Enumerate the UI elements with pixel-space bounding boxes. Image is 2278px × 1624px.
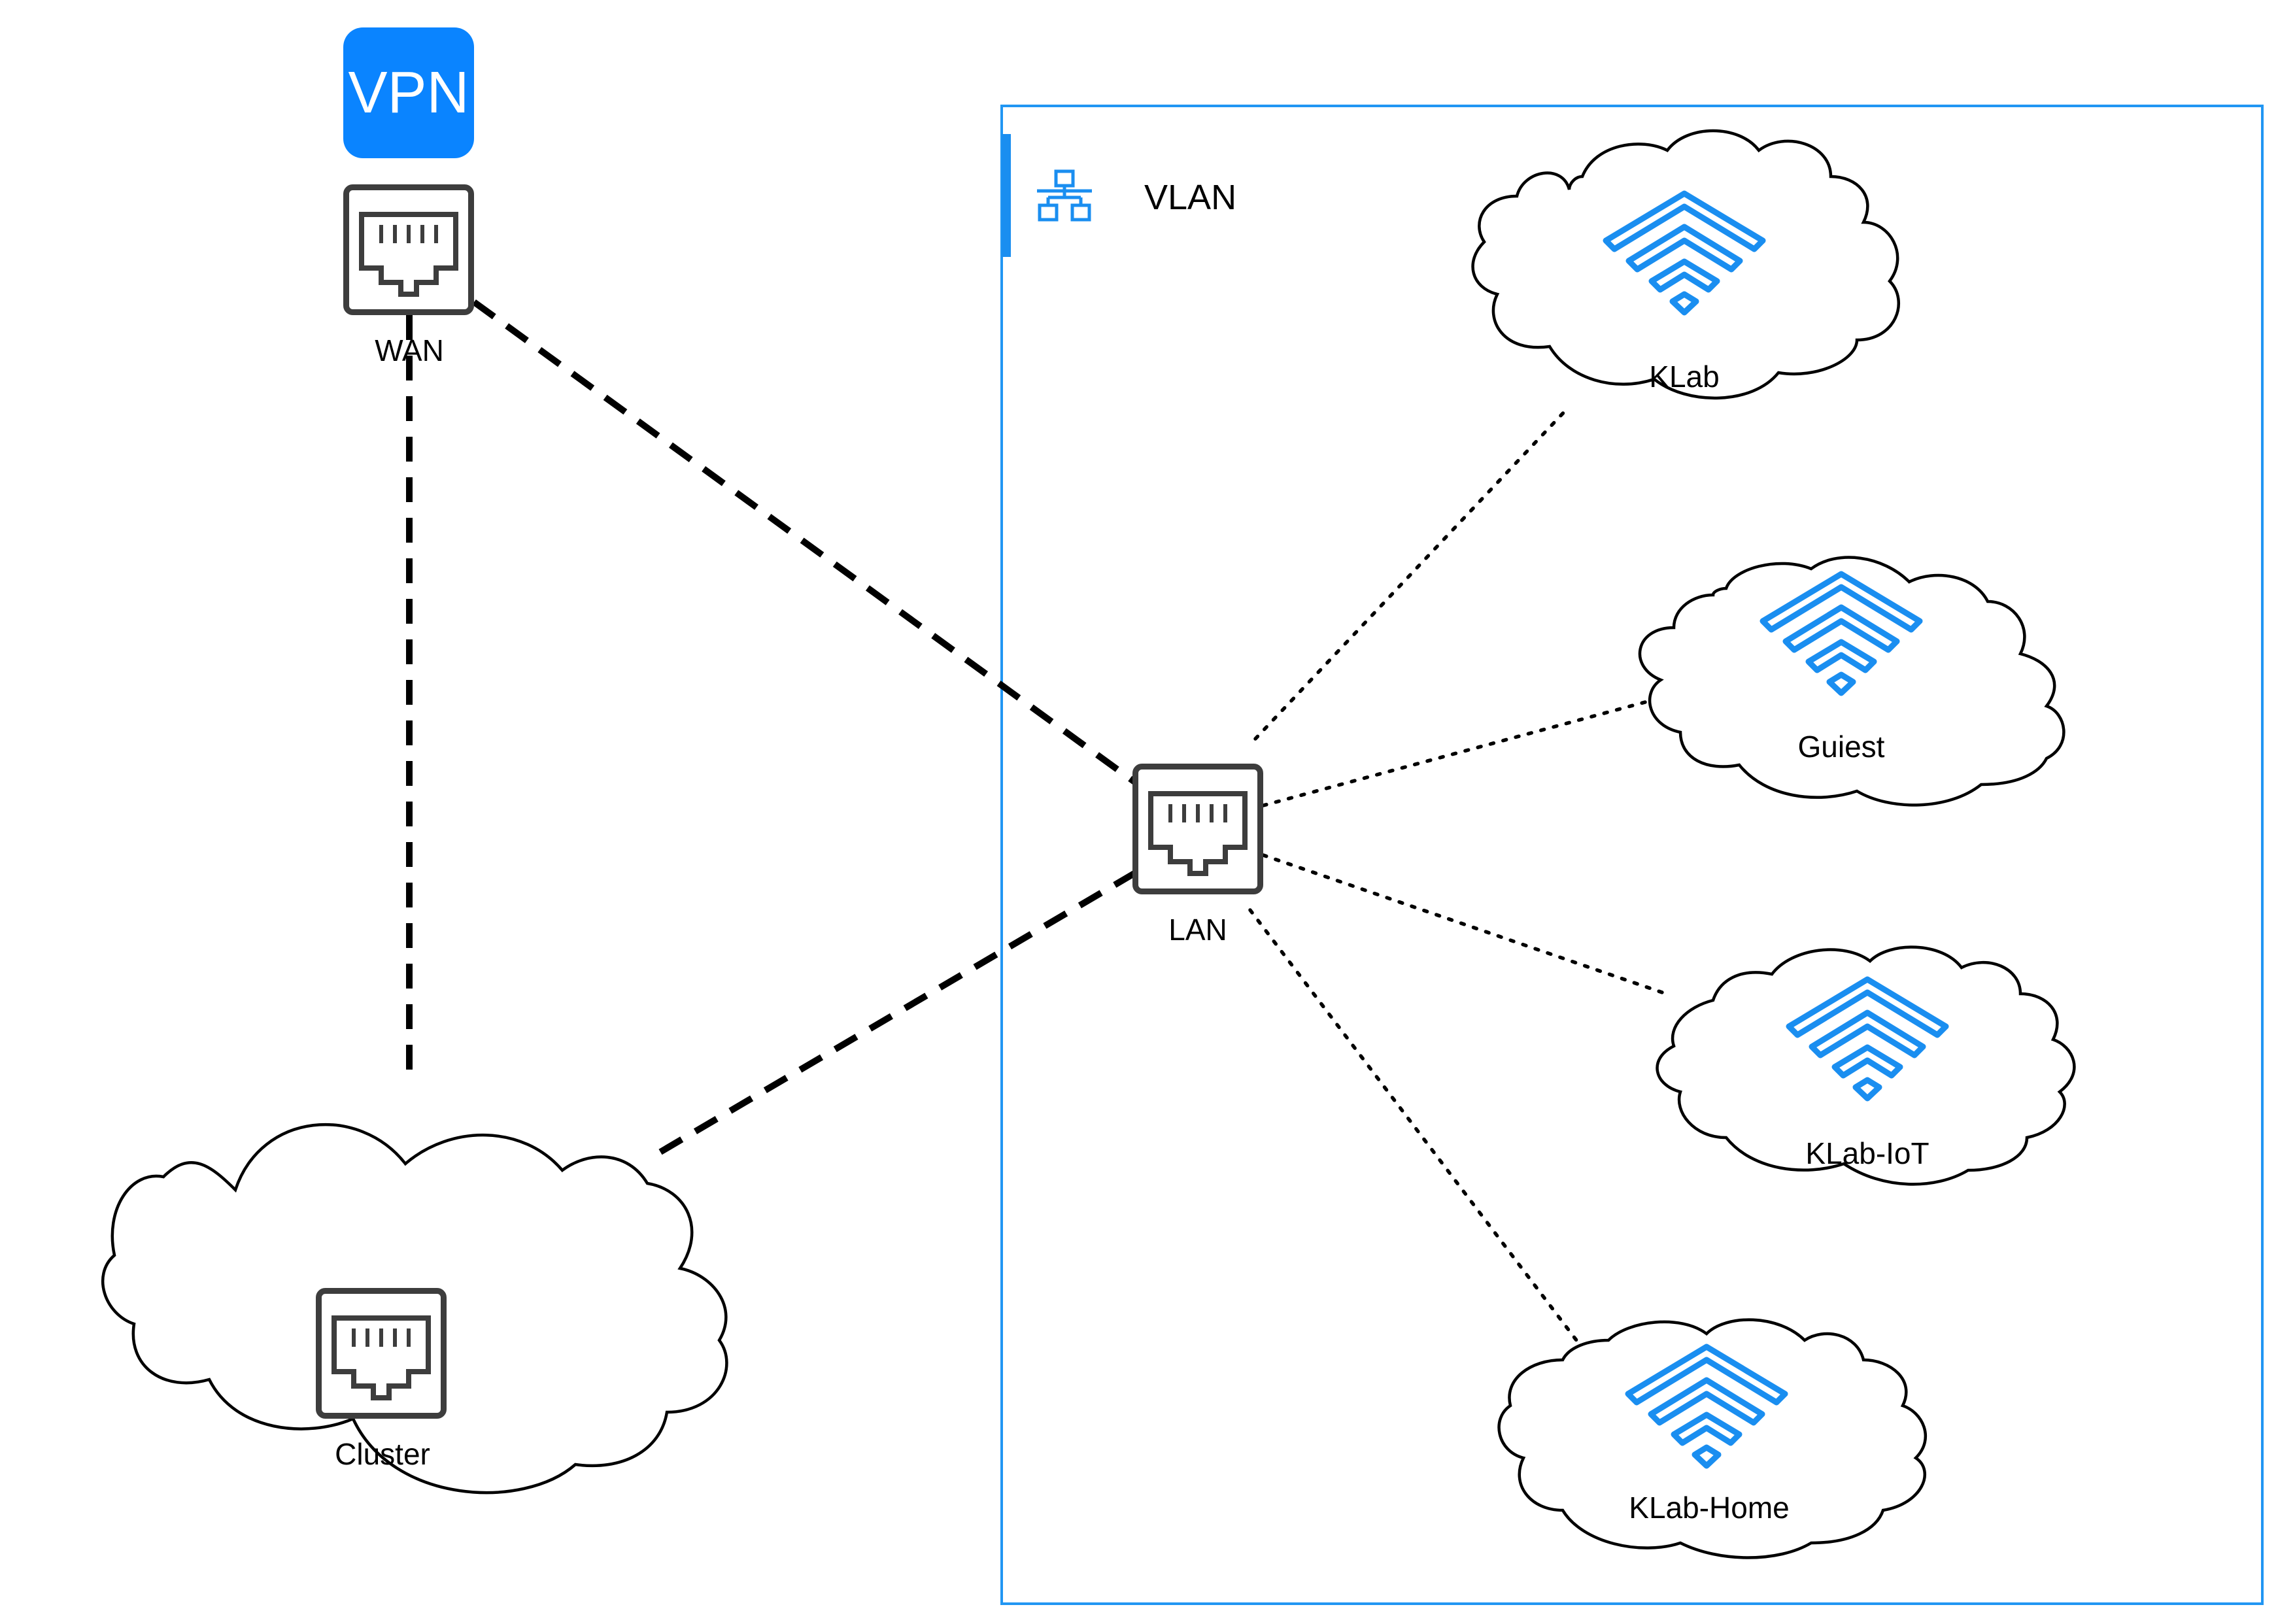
cluster-label: Cluster bbox=[335, 1437, 430, 1471]
network-label: KLab-IoT bbox=[1805, 1136, 1929, 1170]
vlan-group-accent-bar bbox=[1002, 134, 1011, 257]
wan-node[interactable]: WAN bbox=[347, 188, 471, 368]
ethernet-port-icon bbox=[319, 1291, 444, 1416]
wan-lan-link bbox=[472, 299, 1138, 787]
wan-label: WAN bbox=[375, 333, 444, 367]
cluster-cloud[interactable]: Cluster bbox=[101, 1123, 728, 1495]
network-label: Guiest bbox=[1798, 730, 1885, 764]
vpn-badge[interactable]: VPN bbox=[343, 27, 474, 158]
vlan-group-border bbox=[1000, 105, 2264, 1605]
network-cloud-klab-home[interactable]: KLab-Home bbox=[1497, 1318, 1928, 1559]
vlan-group-label: VLAN bbox=[1144, 178, 1236, 217]
cloud-shape bbox=[1656, 945, 2076, 1186]
lan-klab-home-link bbox=[1248, 908, 1591, 1359]
lan-label: LAN bbox=[1168, 913, 1227, 947]
ethernet-port-icon bbox=[347, 188, 471, 313]
lan-klab-iot-link bbox=[1261, 853, 1668, 996]
network-hierarchy-icon bbox=[1037, 169, 1092, 222]
network-label: KLab-Home bbox=[1629, 1491, 1789, 1525]
network-cloud-klab-iot[interactable]: KLab-IoT bbox=[1656, 945, 2076, 1186]
cluster-lan-link bbox=[658, 869, 1138, 1155]
network-cloud-guiest[interactable]: Guiest bbox=[1638, 556, 2066, 807]
cloud-shape bbox=[1497, 1318, 1928, 1559]
lan-node[interactable]: LAN bbox=[1136, 767, 1261, 947]
lan-guiest-link bbox=[1261, 683, 1710, 807]
ethernet-port-icon bbox=[1136, 767, 1261, 892]
vpn-label: VPN bbox=[348, 60, 469, 126]
network-label: KLab bbox=[1649, 360, 1719, 394]
network-cloud-klab[interactable]: KLab bbox=[1471, 129, 1901, 399]
lan-klab-link bbox=[1253, 406, 1570, 741]
